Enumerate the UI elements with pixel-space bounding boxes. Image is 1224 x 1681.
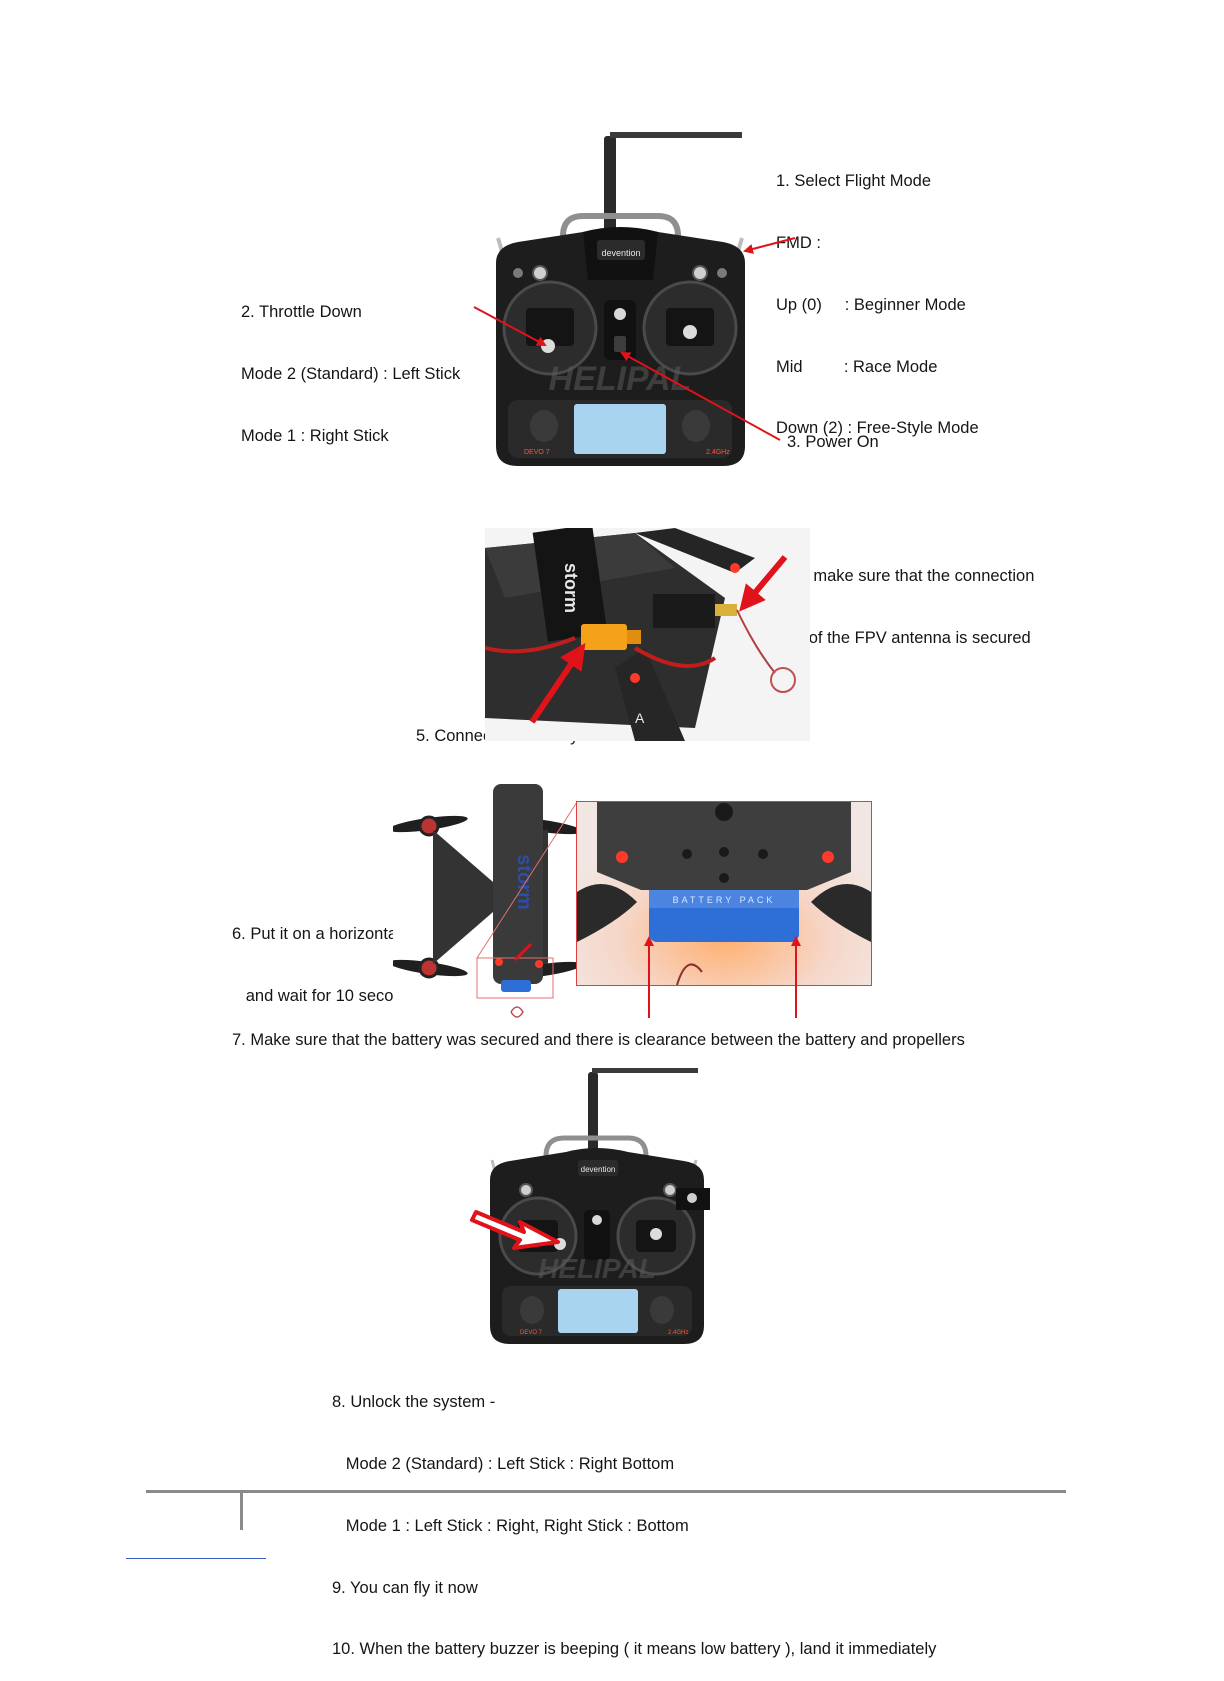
model-text: DEVO 7 — [520, 1330, 543, 1336]
footer-link-underline — [126, 1558, 266, 1559]
step-line: 10. When the battery buzzer is beeping (… — [332, 1639, 936, 1660]
footer-rule — [146, 1490, 1066, 1493]
band-text: 2.4GHz — [668, 1330, 688, 1336]
callout-arrow-step8 — [470, 1198, 570, 1258]
footer-divider — [240, 1492, 243, 1530]
brand-text: devention — [581, 1165, 616, 1174]
